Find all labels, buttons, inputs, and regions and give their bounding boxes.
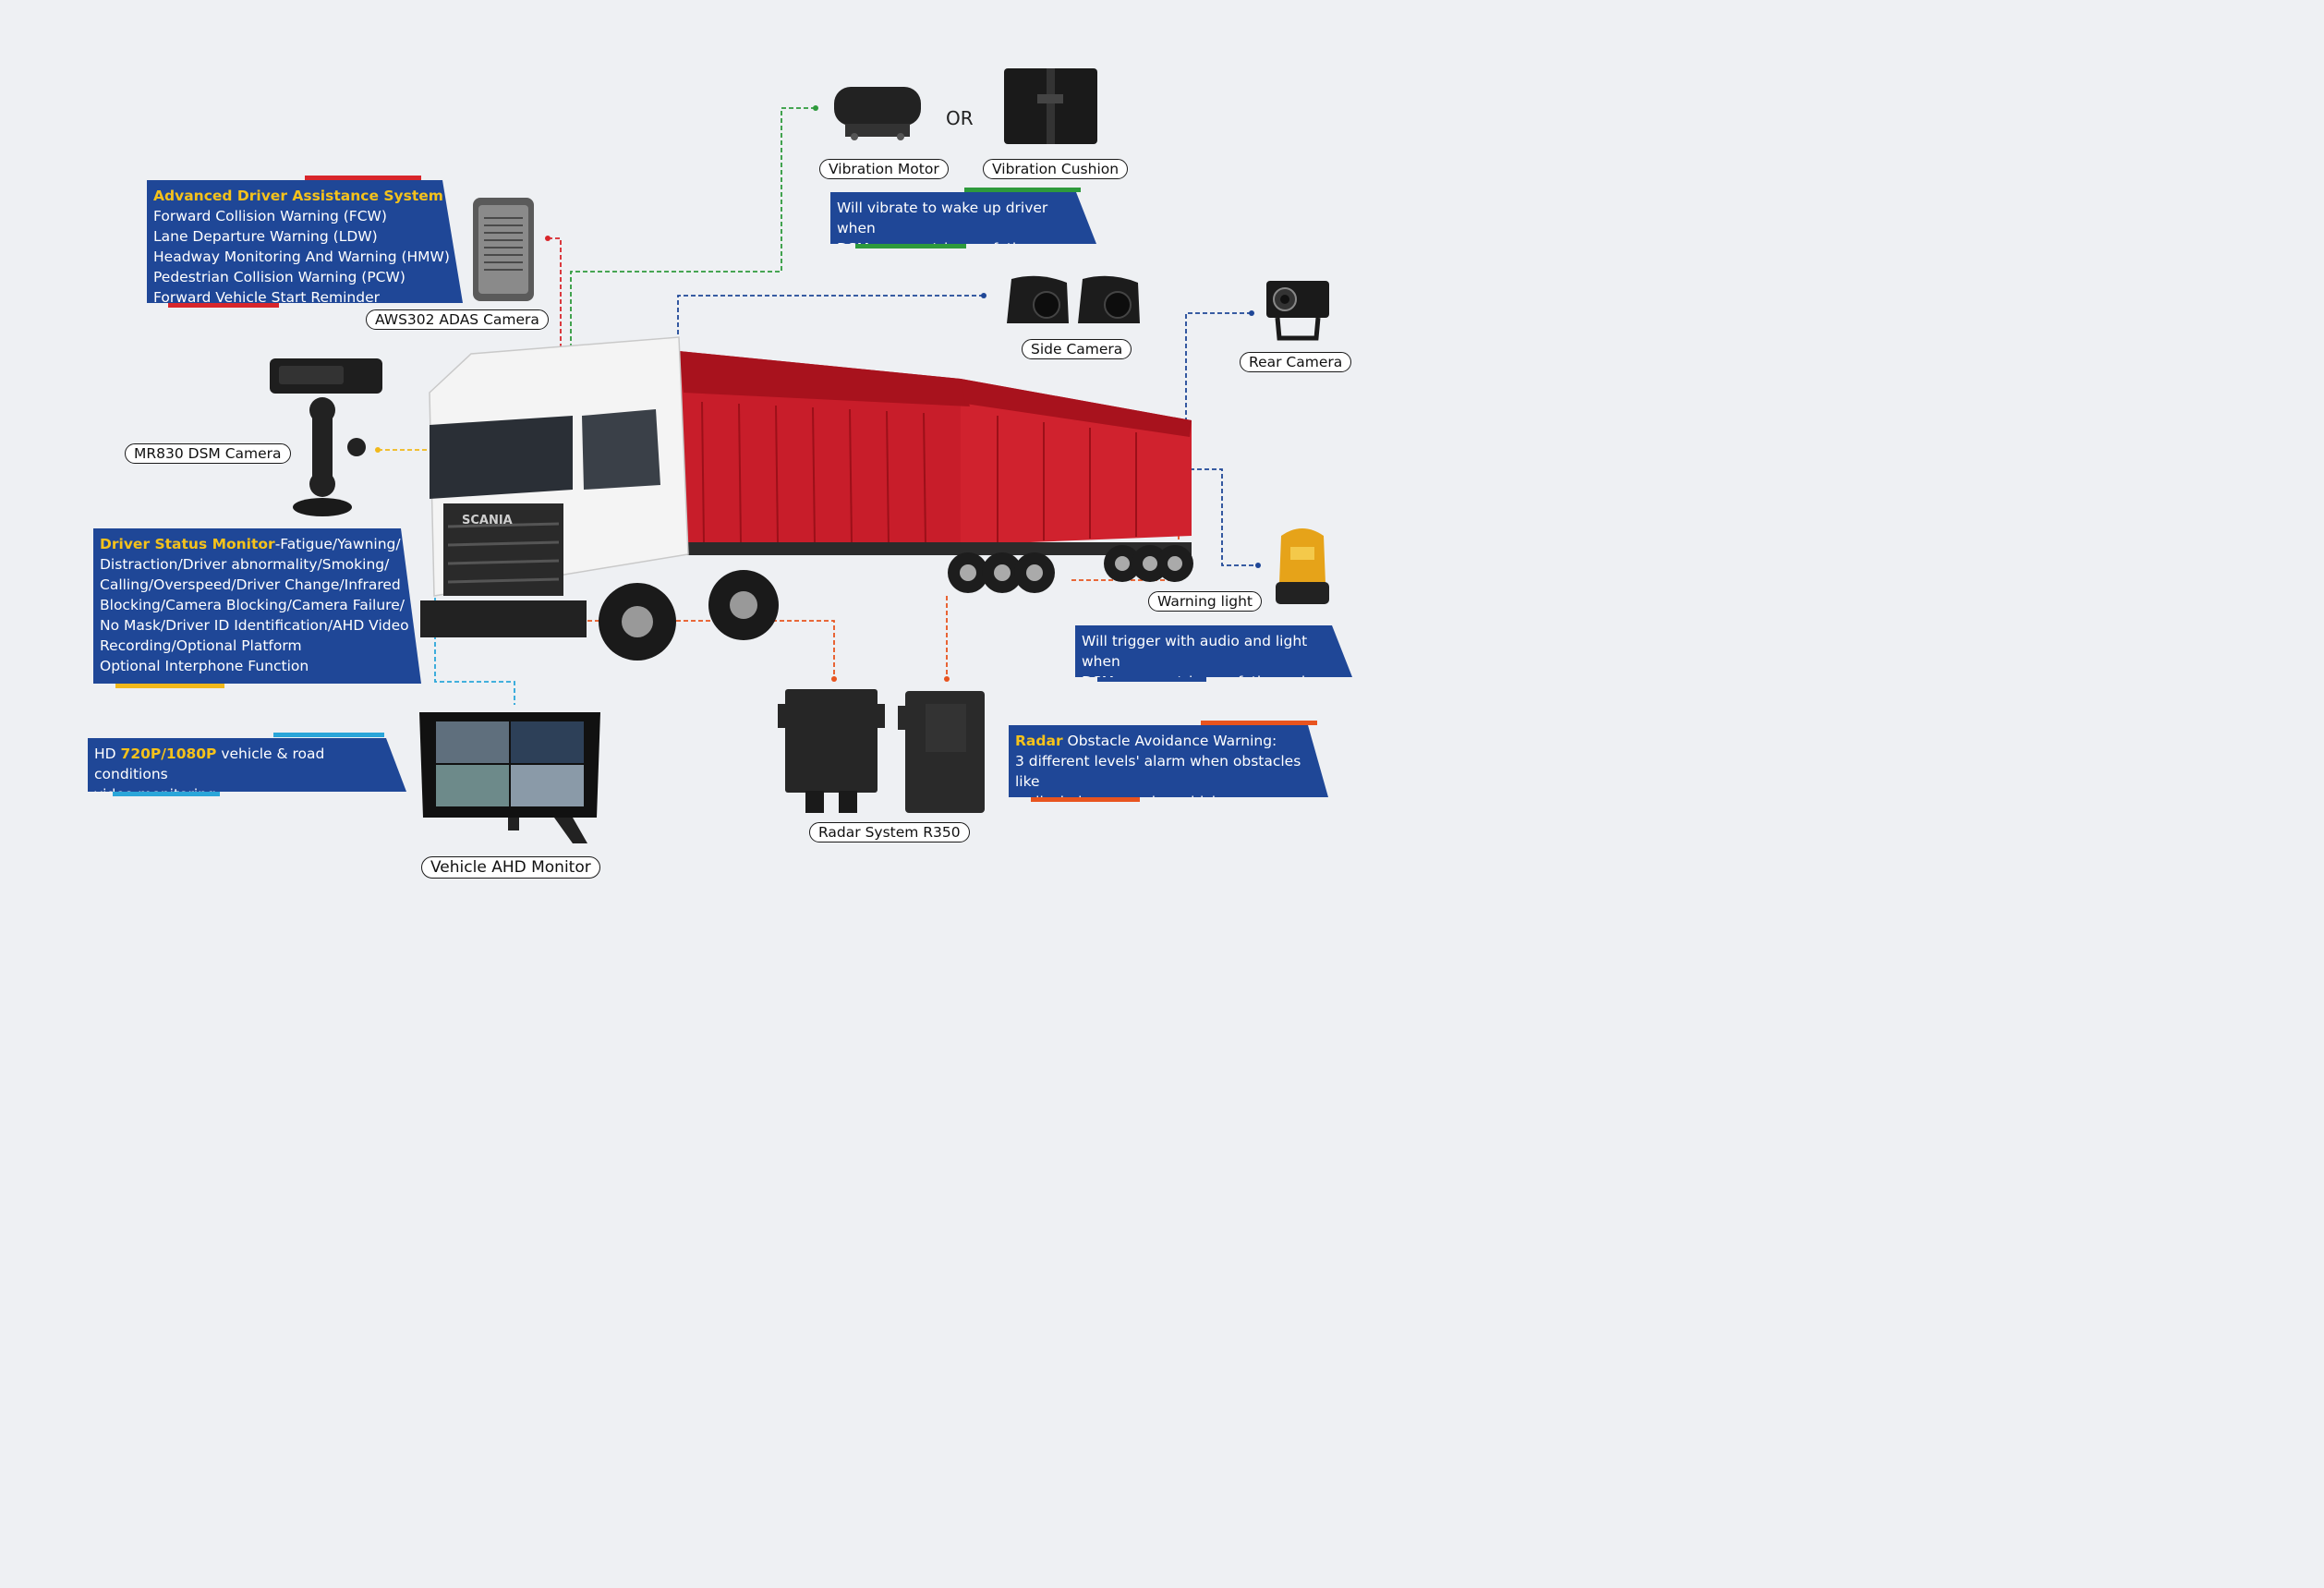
vibration-motor-label: Vibration Motor — [819, 159, 949, 179]
rear-camera-label: Rear Camera — [1240, 352, 1352, 372]
truck-illustration: SCANIA — [420, 336, 1193, 661]
adas-line: Forward Vehicle Start Reminder — [153, 289, 380, 306]
radar-rest: Obstacle Avoidance Warning: — [1062, 733, 1277, 749]
dsm-panel: Driver Status Monitor-Fatigue/Yawning/ D… — [93, 528, 421, 684]
adas-camera-device — [473, 198, 534, 301]
dsm-line: Calling/Overspeed/Driver Change/Infrared — [100, 576, 401, 593]
dsm-camera-device — [270, 358, 382, 516]
adas-line: Headway Monitoring And Warning (HMW) — [153, 249, 450, 265]
adas-line: Forward Collision Warning (FCW) — [153, 208, 387, 224]
warning-accent-bottom — [1097, 677, 1206, 682]
front-bumper — [420, 600, 587, 637]
adas-accent-top — [305, 176, 421, 180]
monitor-label: Vehicle AHD Monitor — [421, 856, 600, 879]
adas-panel: Advanced Driver Assistance System Forwar… — [147, 180, 463, 303]
dsm-first-line: -Fatigue/Yawning/ — [274, 536, 401, 552]
adas-camera-label: AWS302 ADAS Camera — [366, 309, 549, 330]
monitor-device — [419, 712, 600, 843]
monitor-rest: vehicle & road conditions — [94, 746, 325, 782]
warning-light-device — [1276, 528, 1329, 604]
warning-line: Will trigger with audio and light when — [1082, 633, 1308, 670]
radar-accent-top — [1201, 721, 1317, 725]
rear-camera-device — [1266, 281, 1329, 341]
radar-system-label: Radar System R350 — [809, 822, 970, 842]
dsm-title: Driver Status Monitor — [100, 536, 275, 552]
adas-line: Lane Departure Warning (LDW) — [153, 228, 378, 245]
adas-accent-bottom — [168, 303, 279, 308]
side-camera-device — [1007, 275, 1140, 323]
dsm-line: Recording/Optional Platform — [100, 637, 302, 654]
vibration-cushion-label: Vibration Cushion — [983, 159, 1129, 179]
vibration-motor-device — [834, 87, 921, 140]
vibration-accent-top — [964, 188, 1081, 192]
monitor-prefix: HD — [94, 746, 121, 762]
dsm-line: Distraction/Driver abnormality/Smoking/ — [100, 556, 390, 573]
monitor-connector — [434, 505, 515, 705]
radar-highlight: Radar — [1015, 733, 1063, 749]
side-window — [582, 409, 660, 490]
truck-brand-text: SCANIA — [462, 514, 513, 527]
vibration-accent-bottom — [855, 244, 966, 249]
dsm-line: Optional Interphone Function — [100, 658, 309, 674]
dsm-line: No Mask/Driver ID Identification/AHD Vid… — [100, 617, 409, 634]
monitor-accent-bottom — [113, 792, 220, 796]
vibration-line: Will vibrate to wake up driver when — [837, 200, 1048, 236]
radar-line: 3 different levels' alarm when obstacles… — [1015, 753, 1301, 790]
windshield — [430, 416, 573, 499]
radar-panel: Radar Obstacle Avoidance Warning: 3 diff… — [1009, 725, 1328, 797]
side-camera-label: Side Camera — [1022, 339, 1132, 359]
adas-title: Advanced Driver Assistance System — [153, 188, 443, 204]
adas-line: Pedestrian Collision Warning (PCW) — [153, 269, 405, 285]
dsm-line: Blocking/Camera Blocking/Camera Failure/ — [100, 597, 405, 613]
monitor-panel: HD 720P/1080P vehicle & road conditions … — [88, 738, 406, 792]
vibration-cushion-device — [1004, 68, 1097, 144]
dsm-camera-label: MR830 DSM Camera — [125, 443, 291, 464]
monitor-accent-top — [273, 733, 384, 737]
radar-system-device — [778, 689, 985, 813]
warning-light-label: Warning light — [1148, 591, 1263, 612]
monitor-highlight: 720P/1080P — [120, 746, 217, 762]
dsm-accent-bottom — [115, 684, 224, 688]
or-separator: OR — [946, 107, 974, 129]
warning-panel: Will trigger with audio and light when D… — [1075, 625, 1352, 677]
vibration-panel: Will vibrate to wake up driver when DSM … — [830, 192, 1096, 244]
radar-accent-bottom — [1031, 797, 1140, 802]
